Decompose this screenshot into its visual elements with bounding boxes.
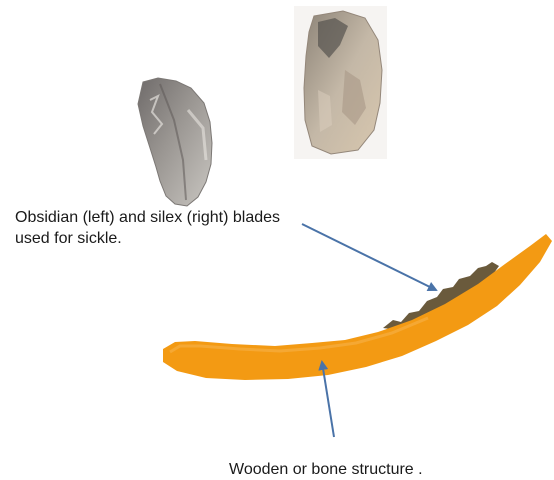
structure-caption: Wooden or bone structure . xyxy=(229,459,423,480)
blades-caption: Obsidian (left) and silex (right) blades… xyxy=(15,207,280,249)
blades-arrow xyxy=(302,224,436,290)
obsidian-blade-photo xyxy=(138,78,212,206)
silex-blade-photo xyxy=(294,6,387,159)
sickle-handle xyxy=(163,234,552,380)
